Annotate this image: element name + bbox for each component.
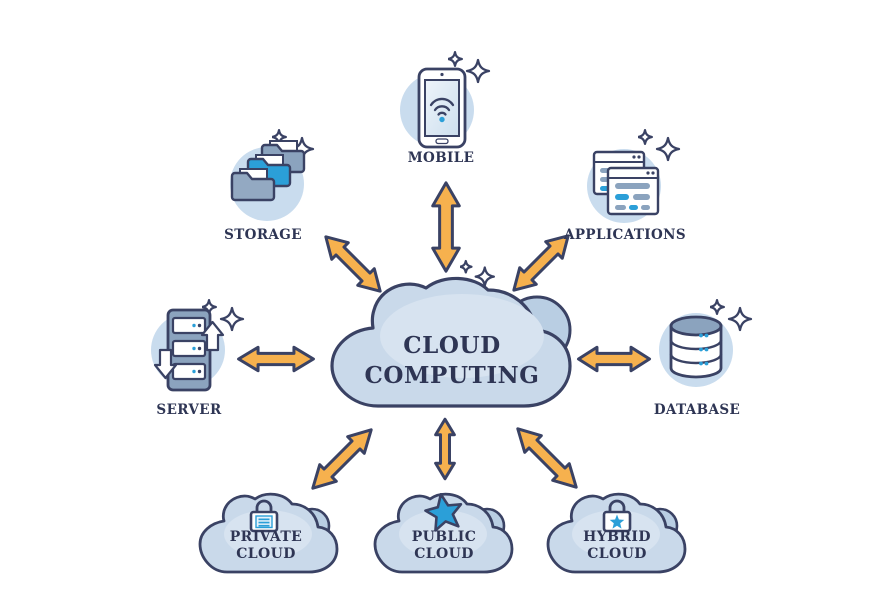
connector-arrow-cloud-server <box>237 344 315 374</box>
public-cloud-line2: CLOUD <box>414 546 474 562</box>
app-windows-icon <box>587 149 661 223</box>
center-cloud-shape <box>330 276 572 408</box>
server-rack-icon <box>151 308 225 392</box>
connector-arrow-cloud-public <box>433 418 457 480</box>
connector-arrow-cloud-storage <box>314 225 392 303</box>
private-cloud-label: PRIVATE CLOUD <box>230 529 302 563</box>
public-cloud-label: PUBLIC CLOUD <box>412 529 477 563</box>
private-cloud-line1: PRIVATE <box>229 529 303 545</box>
hybrid-cloud-shape <box>546 492 687 574</box>
public-cloud-shape <box>373 492 514 574</box>
private-cloud-shape <box>198 492 339 574</box>
sparkle-icon <box>448 46 494 86</box>
center-title-line2: COMPUTING <box>364 362 540 389</box>
connector-arrow-cloud-applications <box>502 224 580 302</box>
sparkle-icon <box>710 294 756 334</box>
lock-icon <box>249 499 279 533</box>
hybrid-cloud-line1: HYBRID <box>583 529 651 545</box>
star-icon <box>424 492 463 532</box>
center-cloud-title: CLOUD COMPUTING <box>364 331 539 391</box>
server-label: SERVER <box>156 402 222 418</box>
folders-icon <box>230 140 306 221</box>
connector-arrow-cloud-hybrid <box>506 417 588 499</box>
hybrid-cloud-label: HYBRID CLOUD <box>583 529 651 563</box>
storage-label: STORAGE <box>224 227 302 243</box>
public-cloud-line1: PUBLIC <box>411 529 477 545</box>
connector-arrow-cloud-mobile <box>429 181 463 273</box>
database-cylinder-icon <box>659 313 733 387</box>
connector-arrow-cloud-database <box>577 344 651 374</box>
private-cloud-line2: CLOUD <box>236 546 296 562</box>
connector-arrow-cloud-private <box>301 418 383 500</box>
database-label: DATABASE <box>653 402 741 418</box>
applications-label: APPLICATIONS <box>563 227 687 243</box>
lock-star-icon <box>602 499 632 533</box>
mobile-label: MOBILE <box>407 150 475 166</box>
sparkle-icon <box>638 124 684 164</box>
center-title-line1: CLOUD <box>403 332 501 359</box>
hybrid-cloud-line2: CLOUD <box>587 546 647 562</box>
smartphone-wifi-icon <box>400 67 474 149</box>
